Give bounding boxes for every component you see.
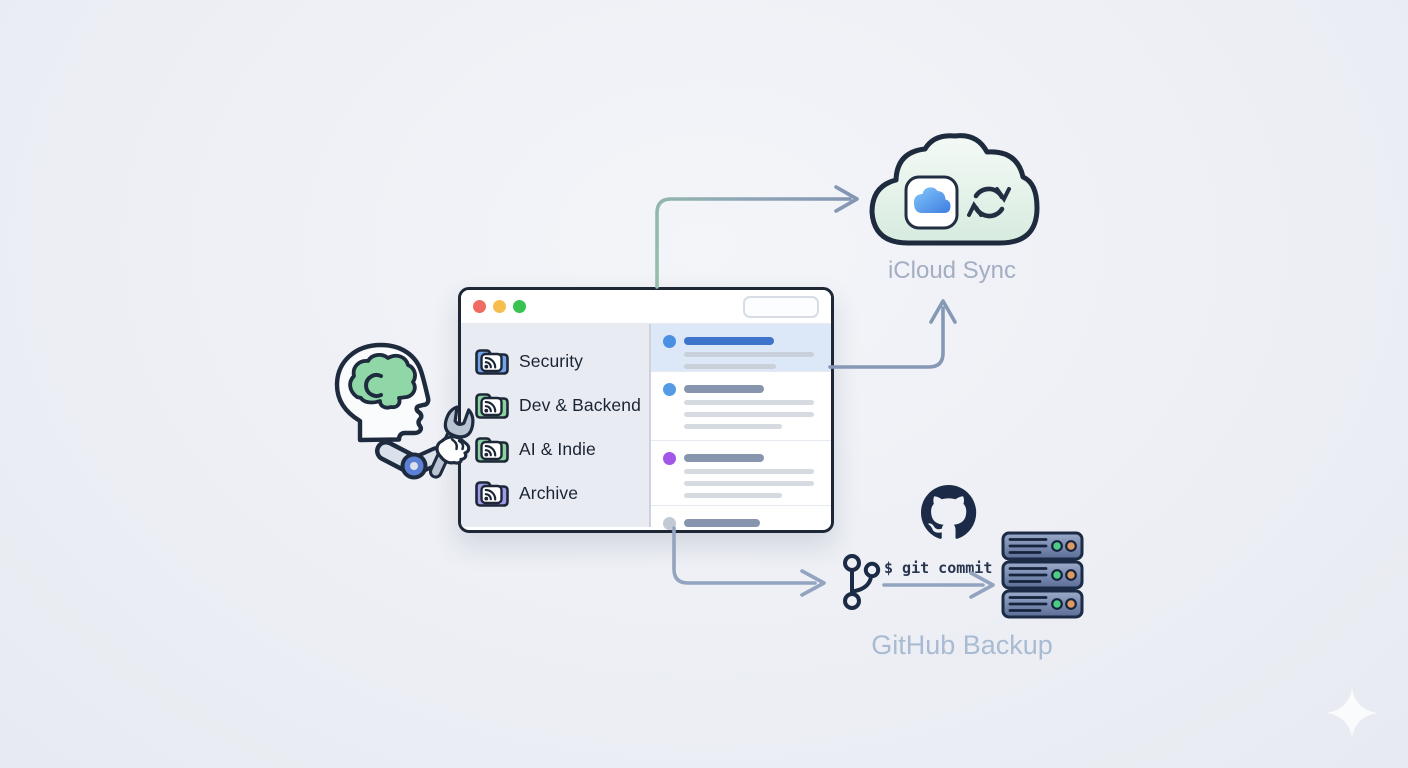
- article-row[interactable]: [651, 372, 831, 441]
- sidebar-item-ai-indie[interactable]: AI & Indie: [461, 427, 649, 471]
- folder-label: AI & Indie: [519, 438, 596, 459]
- rss-folder-icon: [475, 481, 509, 507]
- sidebar-item-security[interactable]: Security: [461, 339, 649, 383]
- icloud-sync-label: iCloud Sync: [887, 257, 1017, 284]
- article-row[interactable]: [651, 506, 831, 530]
- search-field[interactable]: [743, 295, 819, 318]
- close-button[interactable]: [473, 300, 486, 313]
- arrow-window-to-git: [672, 526, 826, 597]
- article-row[interactable]: [651, 324, 831, 372]
- sidebar-item-archive[interactable]: Archive: [461, 471, 649, 515]
- sparkle-icon: [1327, 688, 1377, 738]
- head-profile: [334, 342, 431, 443]
- unread-dot-icon: [663, 383, 676, 396]
- arrow-window-to-cloud: [655, 185, 859, 289]
- server-stack-icon: [1001, 531, 1084, 619]
- folder-label: Security: [519, 350, 584, 371]
- github-backup-label: GitHub Backup: [871, 630, 1053, 660]
- brain-c-glyph: [364, 373, 383, 398]
- sync-arrows-icon: [967, 186, 1011, 219]
- folder-label: Archive: [519, 482, 579, 503]
- unread-dot-icon: [663, 452, 676, 465]
- git-commit-command: $ git commit: [884, 559, 993, 577]
- rss-folder-icon: [475, 393, 509, 419]
- brain: [348, 353, 417, 410]
- minimize-button[interactable]: [493, 300, 506, 313]
- rss-reader-window: Security Dev & Backend: [458, 287, 834, 533]
- arm-joint: [400, 452, 428, 480]
- window-titlebar: [461, 290, 831, 324]
- traffic-lights: [473, 300, 526, 313]
- folder-sidebar: Security Dev & Backend: [461, 324, 651, 527]
- icloud-app-icon: [904, 175, 959, 230]
- rss-folder-icon: [475, 349, 509, 375]
- rss-folder-icon: [475, 437, 509, 463]
- cloud-outline-icon: [869, 133, 1040, 246]
- sidebar-item-dev-backend[interactable]: Dev & Backend: [461, 383, 649, 427]
- maximize-button[interactable]: [513, 300, 526, 313]
- head-with-brain-and-wrench-icon: [334, 342, 475, 480]
- article-list: [651, 324, 831, 530]
- github-mark-icon: [921, 485, 977, 539]
- read-dot-icon: [663, 517, 676, 530]
- folder-label: Dev & Backend: [519, 394, 641, 415]
- arrow-window-to-icloud-label: [828, 299, 957, 369]
- unread-dot-icon: [663, 335, 676, 348]
- article-row[interactable]: [651, 441, 831, 506]
- git-branch-icon: [843, 554, 881, 610]
